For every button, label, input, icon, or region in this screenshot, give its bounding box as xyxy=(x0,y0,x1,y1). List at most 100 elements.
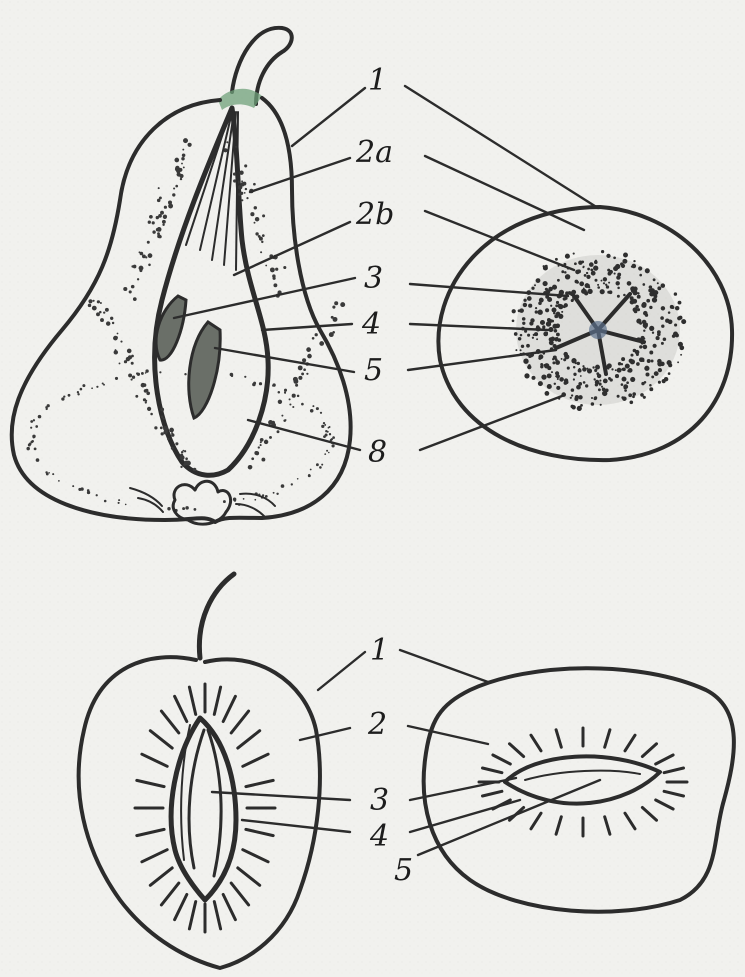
stipple-dot xyxy=(585,283,590,288)
stipple-dot xyxy=(552,285,557,290)
stipple-dot xyxy=(162,220,166,224)
stipple-dot xyxy=(230,373,234,377)
stipple-dot xyxy=(139,251,141,253)
stipple-dot xyxy=(645,327,647,329)
stipple-dot xyxy=(656,336,660,340)
stipple-dot xyxy=(340,302,345,307)
stipple-dot xyxy=(628,368,633,373)
stipple-dot xyxy=(143,383,147,387)
stipple-dot xyxy=(80,388,83,391)
stipple-dot xyxy=(303,368,306,371)
stipple-dot xyxy=(576,385,581,390)
stipple-dot xyxy=(258,446,260,448)
stipple-dot xyxy=(174,158,179,163)
stipple-dot xyxy=(315,333,318,336)
stipple-dot xyxy=(254,222,256,224)
stipple-dot xyxy=(573,253,575,255)
stipple-dot xyxy=(653,278,656,281)
stipple-dot xyxy=(564,381,568,385)
stipple-dot xyxy=(181,157,184,160)
stipple-dot xyxy=(555,258,558,261)
stipple-dot xyxy=(571,388,575,392)
stipple-dot xyxy=(599,380,601,382)
stipple-dot xyxy=(306,347,311,352)
stipple-dot xyxy=(540,320,545,325)
stipple-dot xyxy=(524,359,528,363)
stipple-dot xyxy=(283,266,286,269)
stipple-dot xyxy=(586,275,590,279)
stipple-dot xyxy=(531,376,535,380)
stipple-dot xyxy=(582,289,587,294)
stipple-dot xyxy=(297,395,300,398)
stipple-dot xyxy=(241,180,243,182)
stipple-dot xyxy=(552,361,555,364)
stipple-dot xyxy=(159,371,161,373)
stipple-dot xyxy=(575,395,579,399)
label-2b: 2b xyxy=(355,197,394,232)
stipple-dot xyxy=(643,330,645,332)
stipple-dot xyxy=(262,214,265,217)
stipple-dot xyxy=(538,381,543,386)
stipple-dot xyxy=(127,349,132,354)
stipple-dot xyxy=(117,333,119,335)
stipple-dot xyxy=(681,319,686,324)
stipple-dot xyxy=(182,450,184,452)
stipple-dot xyxy=(31,440,34,443)
stipple-dot xyxy=(163,426,168,431)
stipple-dot xyxy=(657,286,661,290)
stipple-dot xyxy=(87,489,90,492)
stipple-dot xyxy=(254,451,258,455)
label-8: 8 xyxy=(368,435,387,470)
stipple-dot xyxy=(292,394,296,398)
stipple-dot xyxy=(600,404,602,406)
stipple-dot xyxy=(252,383,256,387)
stipple-dot xyxy=(577,269,581,273)
stipple-dot xyxy=(139,266,144,271)
stipple-dot xyxy=(543,332,548,337)
stipple-dot xyxy=(30,420,33,423)
stipple-dot xyxy=(273,283,277,287)
stipple-dot xyxy=(148,253,153,258)
stipple-dot xyxy=(147,241,150,244)
stipple-dot xyxy=(240,192,243,195)
stipple-dot xyxy=(594,397,597,400)
stipple-dot xyxy=(615,369,617,371)
stipple-dot xyxy=(528,364,531,367)
stipple-dot xyxy=(137,373,140,376)
stipple-dot xyxy=(636,362,640,366)
stipple-dot xyxy=(632,395,635,398)
stipple-dot xyxy=(332,306,335,309)
stipple-dot xyxy=(180,466,182,468)
stipple-dot xyxy=(100,302,102,304)
stipple-dot xyxy=(523,303,527,307)
stipple-dot xyxy=(512,319,515,322)
stipple-dot xyxy=(639,274,642,277)
stipple-dot xyxy=(678,302,681,305)
stipple-dot xyxy=(248,465,253,470)
stipple-dot xyxy=(268,420,273,425)
stipple-dot xyxy=(149,215,153,219)
stipple-dot xyxy=(642,320,647,325)
stipple-dot xyxy=(608,272,612,276)
stipple-dot xyxy=(611,368,613,370)
stipple-dot xyxy=(154,426,157,429)
stipple-dot xyxy=(168,200,172,204)
stipple-dot xyxy=(601,250,604,253)
stipple-dot xyxy=(595,365,600,370)
stipple-dot xyxy=(557,378,559,380)
stipple-dot xyxy=(594,378,596,380)
stipple-dot xyxy=(642,302,647,307)
stipple-dot xyxy=(294,380,296,382)
stipple-dot xyxy=(175,185,178,188)
label-3: 3 xyxy=(364,261,383,296)
stipple-dot xyxy=(161,415,164,418)
stipple-dot xyxy=(92,306,97,311)
stipple-dot xyxy=(639,345,642,348)
stipple-dot xyxy=(272,383,275,386)
stipple-dot xyxy=(131,265,133,267)
stipple-dot xyxy=(521,345,524,348)
stipple-dot xyxy=(245,188,247,190)
stipple-dot xyxy=(258,235,261,238)
stipple-dot xyxy=(253,183,256,186)
